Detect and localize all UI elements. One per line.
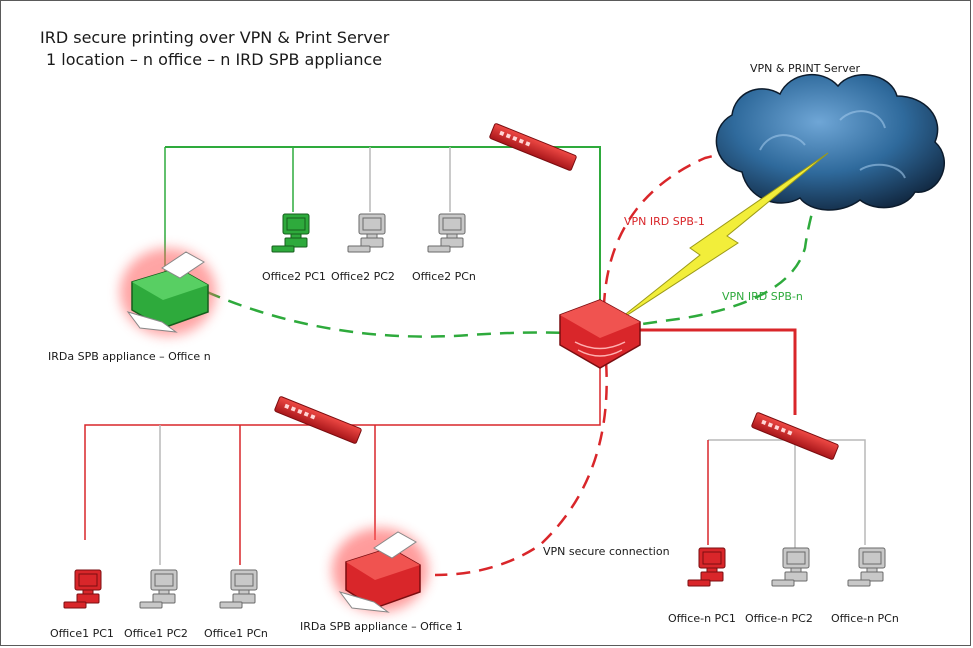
switch-office1-icon bbox=[274, 396, 362, 444]
office2-pcn-label: Office2 PCn bbox=[412, 270, 476, 283]
office1-network-lines bbox=[84, 345, 601, 565]
switch-office2-icon bbox=[489, 123, 577, 171]
vpn-secure-label: VPN secure connection bbox=[543, 545, 670, 558]
printer-office2-icon bbox=[120, 248, 216, 336]
pc-office1-pcn-icon bbox=[219, 569, 258, 609]
server-label: VPN & PRINT Server bbox=[750, 62, 860, 75]
officen-pc2-label: Office-n PC2 bbox=[745, 612, 813, 625]
office2-pc2-label: Office2 PC2 bbox=[331, 270, 395, 283]
pc-office2-pcn-icon bbox=[427, 213, 466, 253]
pc-office2-pc1-icon bbox=[271, 213, 310, 253]
switch-officen-icon bbox=[751, 412, 839, 460]
vpn-spb1-label: VPN IRD SPB-1 bbox=[624, 215, 705, 228]
officen-pcn-label: Office-n PCn bbox=[831, 612, 899, 625]
office1-pc1-label: Office1 PC1 bbox=[50, 627, 114, 640]
lightning-bolt-icon bbox=[611, 152, 829, 326]
officen-network-lines bbox=[625, 328, 866, 548]
office1-pc2-label: Office1 PC2 bbox=[124, 627, 188, 640]
office1-appliance-label: IRDa SPB appliance – Office 1 bbox=[300, 620, 463, 633]
office2-pc1-label: Office2 PC1 bbox=[262, 270, 326, 283]
pc-officen-pc1-icon bbox=[687, 547, 726, 587]
diagram-title-line1: IRD secure printing over VPN & Print Ser… bbox=[40, 28, 390, 47]
cloud-icon bbox=[715, 73, 945, 211]
officen-pc1-label: Office-n PC1 bbox=[668, 612, 736, 625]
vpn-spbn-label: VPN IRD SPB-n bbox=[722, 290, 803, 303]
pc-officen-pcn-icon bbox=[847, 547, 886, 587]
printer-office1-icon bbox=[332, 528, 428, 613]
pc-office1-pc2-icon bbox=[139, 569, 178, 609]
router-icon bbox=[559, 299, 641, 369]
pc-office1-pc1-icon bbox=[63, 569, 102, 609]
diagram-title-line2: 1 location – n office – n IRD SPB applia… bbox=[46, 50, 383, 69]
pc-office2-pc2-icon bbox=[347, 213, 386, 253]
pc-officen-pc2-icon bbox=[771, 547, 810, 587]
office2-appliance-label: IRDa SPB appliance – Office n bbox=[48, 350, 211, 363]
office1-pcn-label: Office1 PCn bbox=[204, 627, 268, 640]
vpn-tunnels bbox=[206, 144, 834, 577]
